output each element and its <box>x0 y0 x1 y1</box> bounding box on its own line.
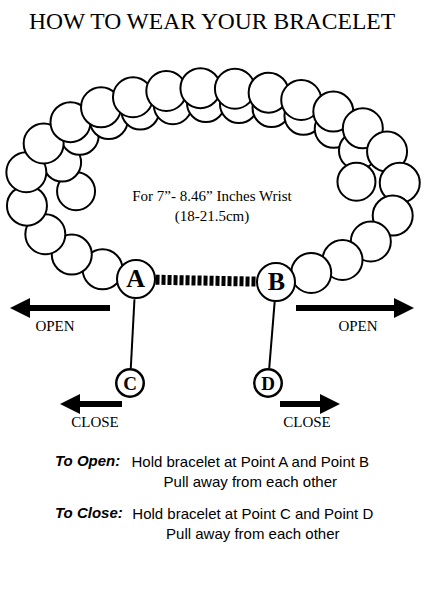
cord-end-c: C <box>115 368 145 398</box>
arrow-head <box>10 298 30 318</box>
open-label: OPEN <box>35 318 74 335</box>
instruction-heading: To Open: <box>55 452 120 469</box>
arrow-shaft <box>78 401 122 407</box>
close-arrow-right <box>280 394 340 414</box>
circle-shape <box>257 263 295 301</box>
circle-shape <box>254 369 282 397</box>
circle-shape <box>117 260 155 298</box>
wrist-size-cm: (18-21.5cm) <box>173 208 252 225</box>
instruction-text: Hold bracelet at Point A and Point B Pul… <box>125 452 375 493</box>
instruction-heading: To Close: <box>55 504 123 521</box>
close-arrow-left <box>60 394 122 414</box>
point-letter: D <box>261 374 275 393</box>
arrow-head <box>60 394 80 414</box>
wrist-size: For 7”- 8.46” Inches Wrist <box>130 188 294 205</box>
circle-shape <box>116 369 144 397</box>
bead-point-a: A <box>116 259 156 299</box>
bead <box>291 253 331 293</box>
title: HOW TO WEAR YOUR BRACELET <box>0 8 424 35</box>
bead-rings <box>6 68 419 293</box>
point-letter: B <box>268 269 285 295</box>
arrow-shaft <box>296 305 394 311</box>
instruction-text: Hold bracelet at Point C and Point D Pul… <box>128 504 378 545</box>
arrow-shaft <box>28 305 110 311</box>
open-label: OPEN <box>338 318 377 335</box>
arrow-head <box>394 298 414 318</box>
knotted-cord <box>156 280 257 282</box>
close-label: CLOSE <box>71 414 119 431</box>
cord-end-d: D <box>253 368 283 398</box>
arrow-head <box>320 394 340 414</box>
bead-point-b: B <box>256 262 296 302</box>
close-label: CLOSE <box>283 414 331 431</box>
open-arrow-right <box>296 298 414 318</box>
point-letter: A <box>126 266 145 292</box>
cord-strand <box>269 302 274 368</box>
open-arrow-left <box>10 298 110 318</box>
bead <box>337 163 375 201</box>
cord-strand <box>131 299 135 368</box>
point-letter: C <box>123 374 137 393</box>
arrow-shaft <box>280 401 322 407</box>
